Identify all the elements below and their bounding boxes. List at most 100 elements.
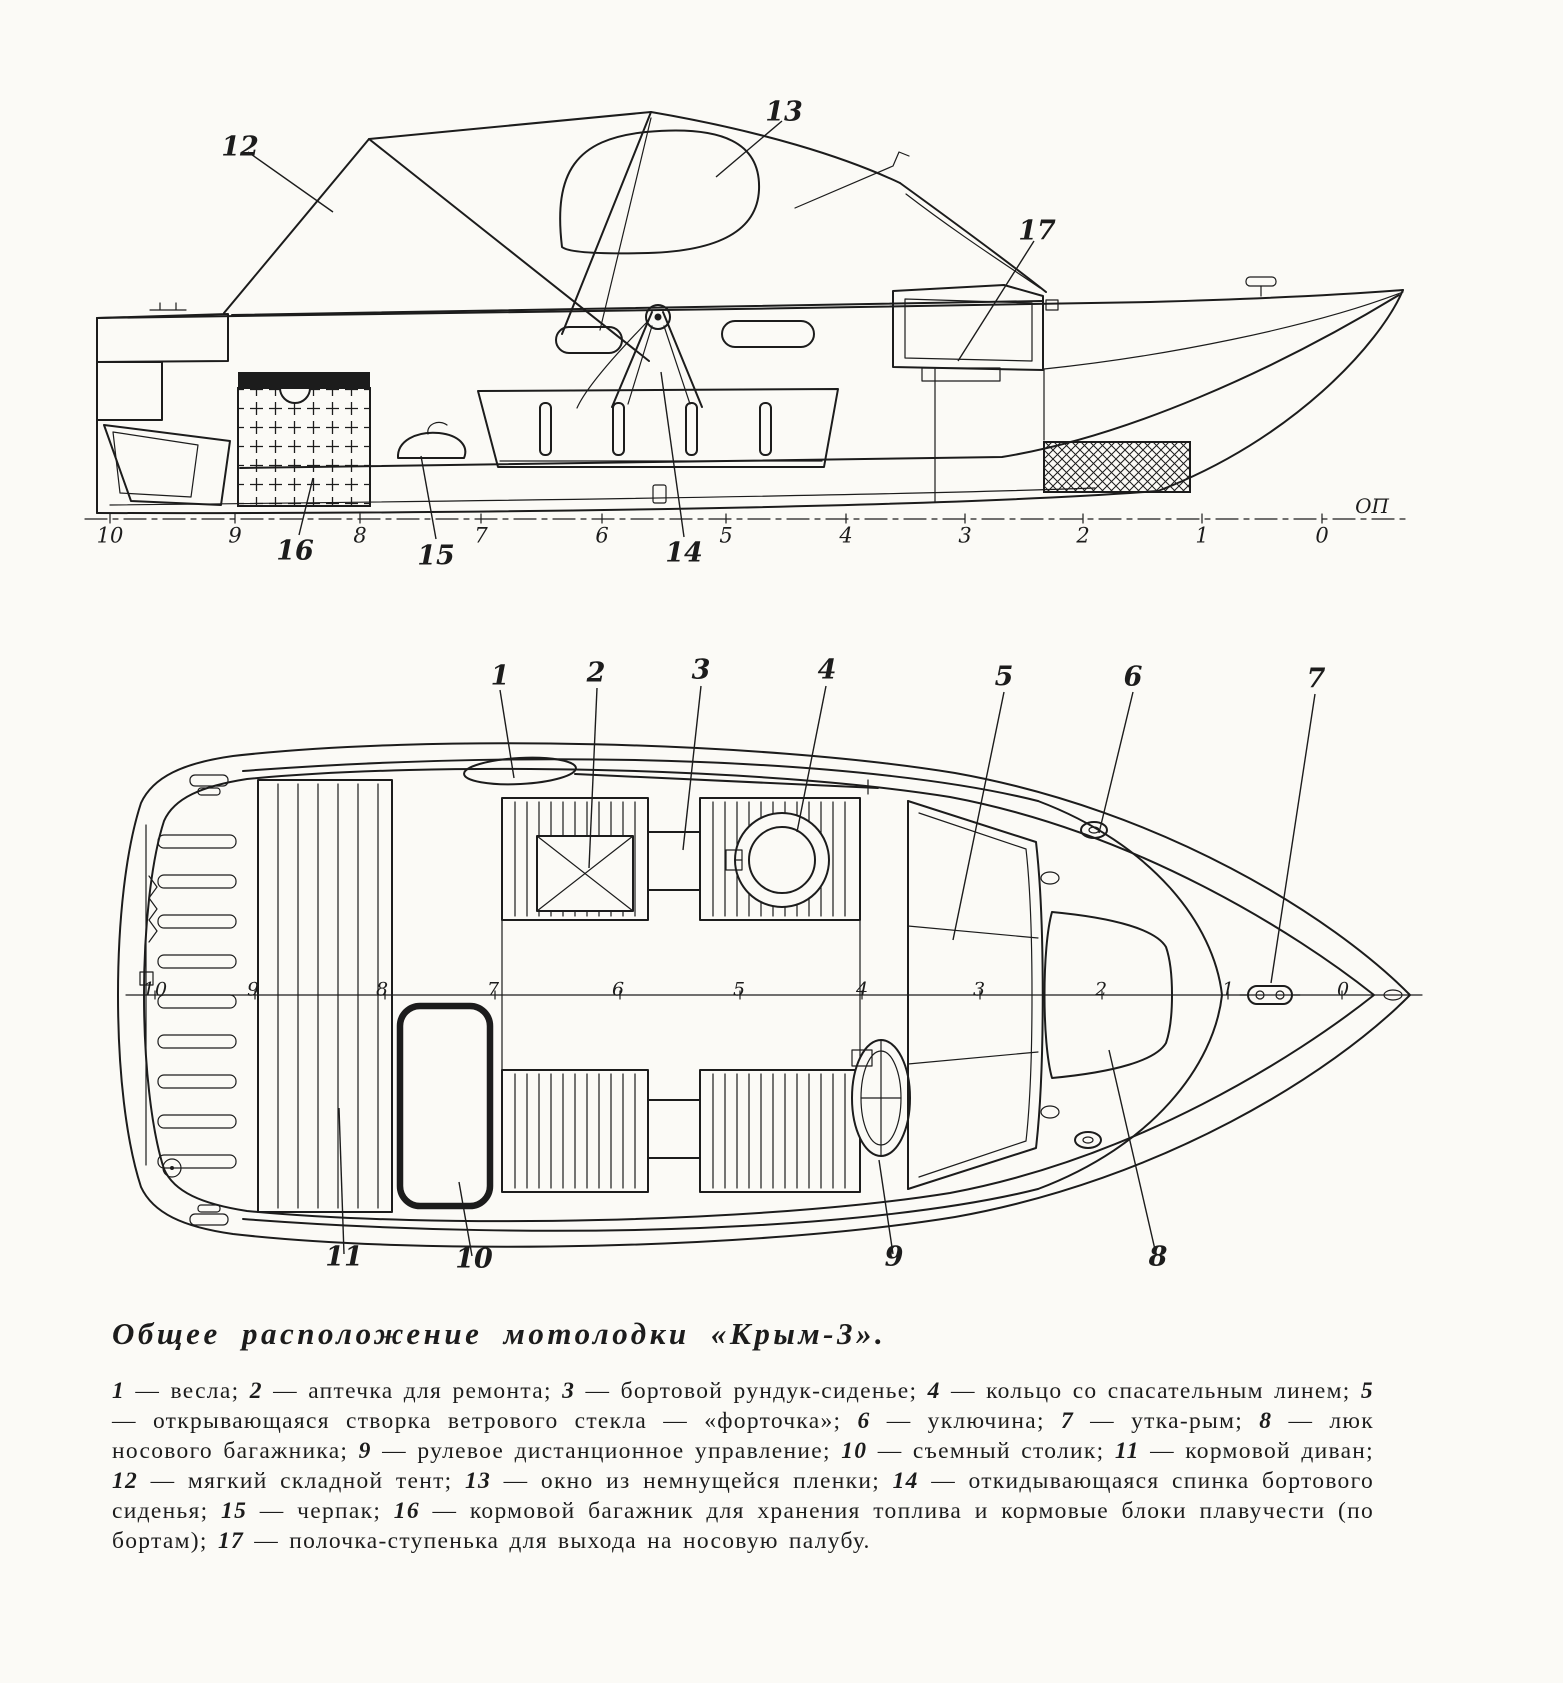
stern-transom-detail bbox=[139, 774, 237, 1226]
plan-callout-4: 4 bbox=[817, 654, 837, 686]
legend-item-text: — кормовой багажник для хранения топлива… bbox=[112, 1498, 1374, 1555]
bow-buoyancy-block bbox=[1043, 276, 1277, 493]
legend-item-text: — съемный столик; bbox=[867, 1438, 1115, 1465]
plan-callout-7: 7 bbox=[1306, 663, 1326, 695]
plan-station-3: 3 bbox=[972, 978, 986, 1001]
legend-item-text: — кормовой диван; bbox=[1139, 1438, 1374, 1465]
legend-item-text: — полочка-ступенька для выхода на носову… bbox=[244, 1528, 871, 1555]
plan-station-2: 2 bbox=[1094, 978, 1108, 1001]
legend-item-number: 14 bbox=[892, 1468, 919, 1495]
stern-fuel-locker bbox=[237, 372, 371, 507]
side-station-9: 9 bbox=[228, 523, 242, 548]
plan-station-4: 4 bbox=[855, 978, 869, 1001]
folding-tent bbox=[223, 111, 1047, 362]
legend-item-number: 6 bbox=[857, 1408, 871, 1435]
legend-item-number: 11 bbox=[1114, 1438, 1140, 1465]
steering-wheel bbox=[851, 1039, 911, 1157]
side-callout-16: 16 bbox=[276, 535, 314, 567]
legend-item-number: 5 bbox=[1360, 1378, 1374, 1404]
legend-item-number: 8 bbox=[1259, 1408, 1273, 1435]
plan-station-0: 0 bbox=[1336, 978, 1350, 1001]
side-leader-lines bbox=[247, 120, 1035, 540]
plan-callout-1: 1 bbox=[490, 660, 510, 692]
legend-item-number: 3 bbox=[562, 1378, 576, 1404]
legend-item-number: 2 bbox=[249, 1378, 263, 1404]
legend-item-number: 17 bbox=[217, 1528, 245, 1555]
side-callout-12: 12 bbox=[221, 131, 259, 163]
side-callout-14: 14 bbox=[665, 537, 703, 569]
legend-item-text: — кольцо со спасательным линем; bbox=[940, 1378, 1361, 1404]
legend-item-number: 13 bbox=[464, 1468, 492, 1495]
legend-item-text: — откидывающаяся спинка бортового сидень… bbox=[112, 1468, 1375, 1525]
tent-film-window bbox=[559, 129, 761, 255]
plan-view-drawing bbox=[117, 685, 1423, 1257]
bow-baggage-hatch bbox=[1043, 911, 1173, 1079]
legend-item-text: — черпак; bbox=[247, 1498, 394, 1525]
folding-seat-back bbox=[477, 388, 839, 504]
side-station-1: 1 bbox=[1195, 523, 1209, 548]
side-callout-13: 13 bbox=[765, 96, 803, 128]
repair-kit-box bbox=[536, 835, 634, 912]
legend-item-text: — аптечка для ремонта; bbox=[262, 1378, 563, 1404]
legend-item-text: — рулевое дистанционное управление; bbox=[371, 1438, 842, 1465]
figure-title: Общее расположение мотолодки «Крым-3». bbox=[112, 1316, 887, 1351]
removable-table bbox=[396, 1002, 494, 1210]
legend-item-number: 9 bbox=[358, 1438, 372, 1465]
oar bbox=[463, 756, 879, 795]
legend-item-text: — окно из немнущейся пленки; bbox=[491, 1468, 893, 1495]
legend-item-text: — мягкий складной тент; bbox=[138, 1468, 465, 1495]
stern-motor-well bbox=[96, 302, 231, 506]
plan-leader-lines bbox=[338, 685, 1316, 1257]
legend-item-text: — открывающаяся створка ветрового стекла… bbox=[112, 1408, 858, 1435]
plan-station-10: 10 bbox=[142, 978, 168, 1001]
bailer-scoop bbox=[396, 421, 467, 459]
side-elevation-drawing bbox=[84, 111, 1409, 540]
legend-item-text: — весла; bbox=[125, 1378, 250, 1404]
deck-fittings bbox=[1040, 821, 1301, 1149]
plan-station-5: 5 bbox=[732, 978, 746, 1001]
baseline-datum-ОП: ОП bbox=[1355, 494, 1389, 518]
plan-callout-11: 11 bbox=[325, 1241, 363, 1273]
windshield-side bbox=[892, 284, 1044, 382]
plan-station-1: 1 bbox=[1221, 978, 1235, 1001]
legend-item-number: 16 bbox=[393, 1498, 420, 1525]
side-station-10: 10 bbox=[96, 523, 124, 548]
legend-item-number: 12 bbox=[112, 1468, 139, 1495]
side-station-6: 6 bbox=[595, 523, 609, 548]
plan-callout-8: 8 bbox=[1148, 1241, 1168, 1273]
plan-station-8: 8 bbox=[375, 978, 389, 1001]
legend-item-text: — уключина; bbox=[870, 1408, 1061, 1435]
legend-item-text: — утка-рым; bbox=[1074, 1408, 1260, 1435]
rescue-ring bbox=[725, 812, 830, 908]
legend-item-number: 1 bbox=[112, 1378, 126, 1404]
plan-station-9: 9 bbox=[246, 978, 260, 1001]
windshield-plan bbox=[907, 800, 1044, 1190]
legend-item-text: — люк носового багажника; bbox=[112, 1408, 1374, 1465]
plan-callout-10: 10 bbox=[455, 1243, 493, 1275]
baseline-datum-line bbox=[84, 513, 1409, 524]
plan-station-6: 6 bbox=[611, 978, 625, 1001]
side-station-3: 3 bbox=[958, 523, 972, 548]
stern-sofa bbox=[257, 779, 393, 1213]
plan-callout-5: 5 bbox=[994, 661, 1014, 693]
plan-callout-3: 3 bbox=[691, 654, 711, 686]
side-station-8: 8 bbox=[353, 523, 367, 548]
figure-caption: Общее расположение мотолодки «Крым-3». 1… bbox=[112, 1316, 1374, 1556]
legend-item-number: 4 bbox=[927, 1378, 941, 1404]
legend-item-number: 10 bbox=[841, 1438, 868, 1465]
side-station-0: 0 bbox=[1315, 523, 1329, 548]
legend-item-number: 15 bbox=[221, 1498, 248, 1525]
legend-item-number: 7 bbox=[1060, 1408, 1075, 1435]
plan-callout-9: 9 bbox=[884, 1241, 904, 1273]
figure-legend: 1 — весла; 2 — аптечка для ремонта; 3 — … bbox=[112, 1376, 1374, 1556]
plan-callout-6: 6 bbox=[1123, 661, 1143, 693]
plan-callout-2: 2 bbox=[586, 657, 606, 689]
plan-station-7: 7 bbox=[486, 978, 500, 1001]
side-station-2: 2 bbox=[1076, 523, 1090, 548]
side-station-4: 4 bbox=[839, 523, 853, 548]
side-callout-17: 17 bbox=[1018, 215, 1056, 247]
plan-centerline bbox=[125, 990, 1423, 1000]
side-callout-15: 15 bbox=[417, 540, 455, 572]
